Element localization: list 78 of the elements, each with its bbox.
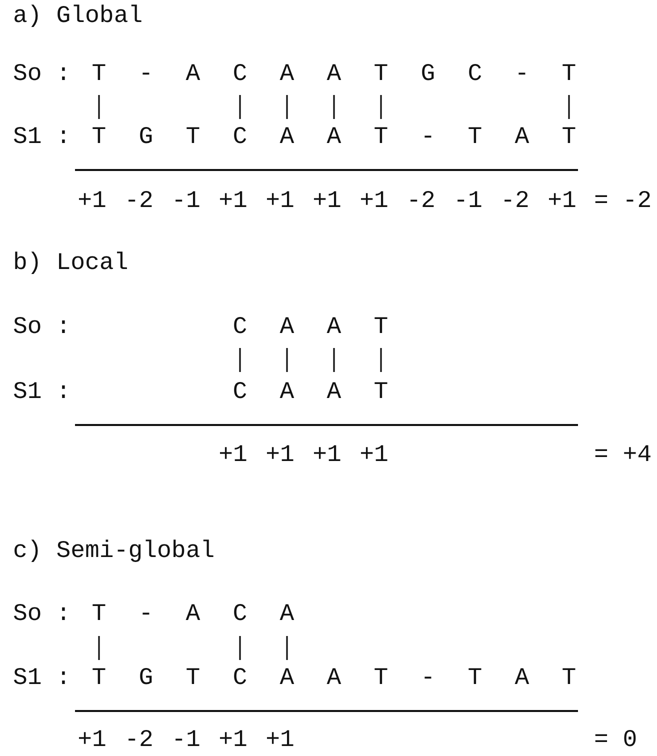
row-label: So : [13, 60, 71, 90]
base-letter: C [232, 664, 248, 694]
base-letter: G [420, 60, 436, 90]
base-letter: A [278, 378, 296, 408]
base-letter: G [138, 664, 154, 694]
total-score: = 0 [594, 726, 638, 756]
base-letter: T [372, 664, 390, 694]
base-letter: A [278, 664, 296, 694]
score-value: +1 [264, 726, 296, 756]
score-value: -2 [124, 187, 154, 217]
base-letter: - [420, 123, 436, 153]
score-value: -2 [500, 187, 530, 217]
base-letter: A [278, 60, 296, 90]
base-letter: - [514, 60, 530, 90]
row-label: So : [13, 600, 71, 630]
base-letter: A [326, 123, 342, 153]
base-letter: A [326, 664, 342, 694]
base-letter: T [90, 60, 108, 90]
base-letter: A [326, 313, 342, 343]
score-value: -1 [170, 726, 202, 756]
score-value: +1 [218, 726, 248, 756]
base-letter: T [560, 60, 578, 90]
base-letter: T [372, 378, 390, 408]
base-letter: T [466, 664, 484, 694]
base-letter: A [514, 123, 530, 153]
score-value: +1 [312, 441, 342, 471]
score-value: +1 [312, 187, 342, 217]
score-value: -2 [406, 187, 436, 217]
base-letter: T [372, 123, 390, 153]
section-heading: a) Global [13, 2, 143, 32]
score-value: -1 [452, 187, 484, 217]
section-heading: c) Semi-global [13, 537, 215, 567]
base-letter: T [560, 123, 578, 153]
score-value: +1 [218, 441, 248, 471]
row-label: S1 : [13, 123, 71, 153]
base-letter: C [232, 60, 248, 90]
base-letter: C [232, 600, 248, 630]
base-letter: T [90, 123, 108, 153]
base-letter: - [138, 600, 154, 630]
section-heading: b) Local [13, 249, 128, 279]
base-letter: T [466, 123, 484, 153]
score-value: +1 [264, 441, 296, 471]
base-letter: - [420, 664, 436, 694]
total-score: = -2 [594, 187, 652, 217]
base-letter: A [326, 60, 342, 90]
base-letter: T [560, 664, 578, 694]
base-letter: C [232, 378, 248, 408]
row-label: So : [13, 313, 71, 343]
total-score: = +4 [594, 441, 652, 471]
score-value: -2 [124, 726, 154, 756]
base-letter: G [138, 123, 154, 153]
score-value: +1 [218, 187, 248, 217]
base-letter: C [232, 123, 248, 153]
base-letter: T [90, 664, 108, 694]
base-letter: T [90, 600, 108, 630]
score-value: +1 [358, 187, 390, 217]
base-letter: T [372, 313, 390, 343]
base-letter: A [278, 600, 296, 630]
base-letter: T [184, 123, 202, 153]
score-value: +1 [76, 726, 108, 756]
row-label: S1 : [13, 378, 71, 408]
base-letter: A [514, 664, 530, 694]
base-letter: - [138, 60, 154, 90]
base-letter: A [278, 313, 296, 343]
base-letter: A [184, 60, 202, 90]
score-value: +1 [358, 441, 390, 471]
base-letter: T [372, 60, 390, 90]
base-letter: T [184, 664, 202, 694]
row-label: S1 : [13, 664, 71, 694]
score-value: +1 [264, 187, 296, 217]
base-letter: A [278, 123, 296, 153]
base-letter: A [326, 378, 342, 408]
base-letter: C [232, 313, 248, 343]
base-letter: A [184, 600, 202, 630]
score-value: +1 [546, 187, 578, 217]
score-value: +1 [76, 187, 108, 217]
score-value: -1 [170, 187, 202, 217]
base-letter: C [466, 60, 484, 90]
